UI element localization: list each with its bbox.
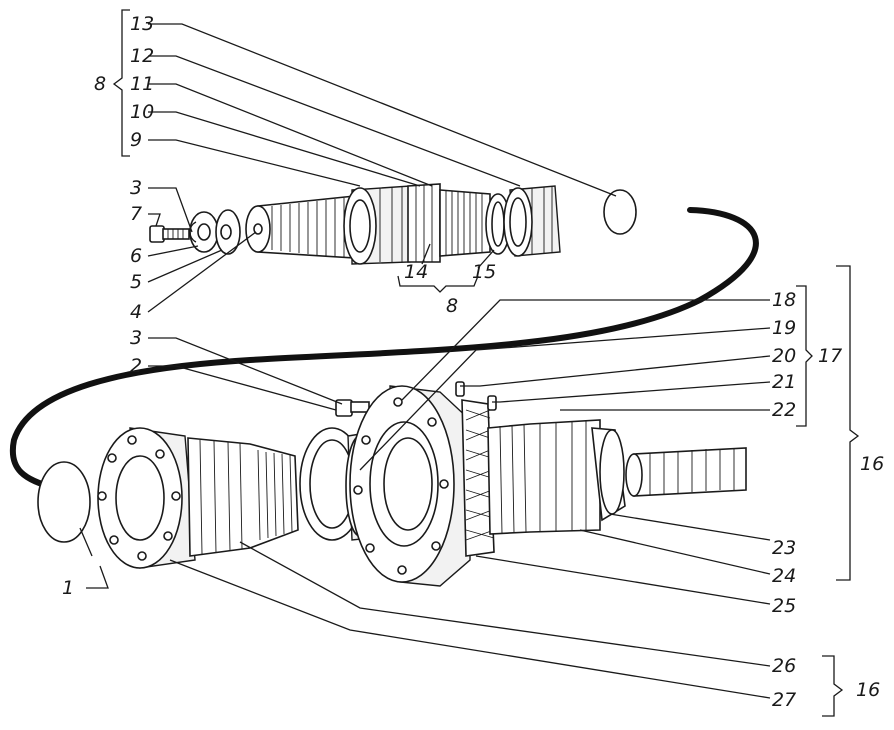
o-ring-part-15 bbox=[485, 193, 511, 255]
label-11: 11 bbox=[130, 73, 154, 95]
label-22: 22 bbox=[772, 399, 796, 421]
o-ring-part-13 bbox=[603, 189, 637, 235]
label-13: 13 bbox=[130, 13, 154, 35]
bearing-part-12 bbox=[503, 185, 561, 257]
label-21: 21 bbox=[772, 371, 796, 393]
label-26: 26 bbox=[772, 655, 796, 677]
sleeve-part-9 bbox=[343, 185, 411, 265]
housing-flange-part-18 bbox=[349, 385, 471, 587]
label-27: 27 bbox=[772, 689, 796, 711]
washer-part-5 bbox=[215, 209, 241, 255]
label-2: 2 bbox=[130, 355, 142, 377]
ring-part-10 bbox=[407, 183, 441, 263]
label-5: 5 bbox=[130, 271, 142, 293]
label-19: 19 bbox=[772, 317, 796, 339]
knurled-ring-part-25 bbox=[461, 399, 495, 557]
bolt-part-2 bbox=[335, 399, 370, 417]
label-23: 23 bbox=[772, 537, 796, 559]
output-spline-shaft bbox=[625, 447, 747, 497]
label-20: 20 bbox=[772, 345, 796, 367]
part-labels: 13 12 8 11 10 9 3 7 6 5 4 3 2 14 15 8 1 … bbox=[62, 13, 884, 711]
label-9: 9 bbox=[130, 129, 142, 151]
splined-hub-part-26 bbox=[187, 437, 299, 557]
label-12: 12 bbox=[130, 45, 154, 67]
label-8-top: 8 bbox=[94, 73, 106, 95]
label-4: 4 bbox=[130, 301, 142, 323]
label-1: 1 bbox=[62, 577, 74, 599]
label-14: 14 bbox=[404, 261, 428, 283]
splined-shaft-part-4 bbox=[245, 195, 356, 259]
brackets bbox=[86, 9, 860, 717]
pin-part-21 bbox=[487, 395, 497, 411]
bolt-part-7 bbox=[149, 225, 190, 243]
flange-part-27 bbox=[97, 427, 196, 569]
label-16-bottom: 16 bbox=[856, 679, 880, 701]
label-25: 25 bbox=[772, 595, 796, 617]
label-17: 17 bbox=[818, 345, 842, 367]
label-3-lower: 3 bbox=[130, 327, 142, 349]
label-10: 10 bbox=[130, 101, 154, 123]
pin-part-20 bbox=[455, 381, 465, 397]
label-18: 18 bbox=[772, 289, 796, 311]
end-cap-part-23 bbox=[591, 427, 626, 522]
label-6: 6 bbox=[130, 245, 142, 267]
o-ring-part-1 bbox=[37, 461, 91, 543]
shaft-body-part-24 bbox=[487, 419, 601, 535]
label-3-upper: 3 bbox=[130, 177, 142, 199]
leader-lines bbox=[79, 23, 771, 699]
label-16-right: 16 bbox=[860, 453, 884, 475]
label-15: 15 bbox=[472, 261, 496, 283]
threaded-section-part-14 bbox=[439, 189, 491, 257]
label-7: 7 bbox=[130, 203, 142, 225]
label-8-bottom: 8 bbox=[446, 295, 458, 317]
label-24: 24 bbox=[772, 565, 796, 587]
washer-part-6 bbox=[189, 211, 219, 253]
hose bbox=[9, 207, 759, 491]
